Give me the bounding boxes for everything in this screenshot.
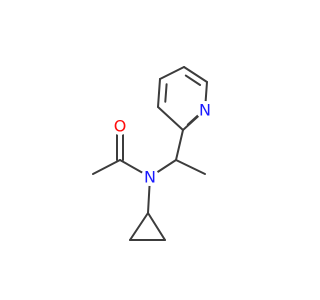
bond-ring-c4-c3 [157,78,161,108]
cyclopropyl-ring [129,212,166,241]
bond-ring-c6-c5-inner [184,74,202,86]
bond-c2-ch [175,129,184,161]
atom-nitrogen-amide: N [141,168,159,187]
atom-nitrogen-pyridine: N [196,101,214,120]
bond-ring-c6-c5 [183,66,208,83]
molecule-structure: N O N [92,66,214,241]
bond-cp-top-right [147,212,166,241]
bond-cp-top-left [129,212,149,241]
bond-ring-c3-c2 [157,106,184,131]
bond-ring-c4-c3-inner [164,83,168,103]
bond-ch-methyl [175,159,206,175]
atom-oxygen-carbonyl: O [111,117,129,136]
bond-ring-c5-c4 [159,66,185,80]
oxygen-carbonyl-label: O [114,117,127,136]
nitrogen-amide-label: N [144,168,156,187]
pyridine-ring [157,66,208,131]
nitrogen-pyridine-label: N [199,101,211,120]
bond-carbonyl-methyl [92,159,121,175]
